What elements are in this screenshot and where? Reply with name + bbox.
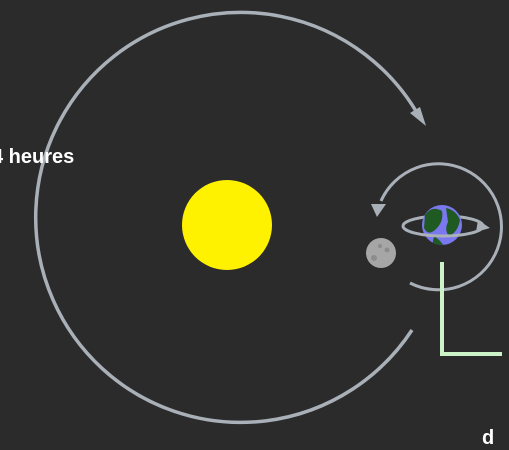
moon-icon: [366, 238, 396, 268]
earth-icon: [422, 205, 462, 246]
rotation-arrowhead: [476, 220, 490, 232]
moon-orbit-arrowhead: [371, 204, 386, 217]
bottom-partial-label: d: [482, 427, 494, 450]
sun-icon: [182, 180, 272, 270]
rotation-period-label: 4 heures: [0, 146, 74, 169]
measurement-bracket: [442, 262, 502, 354]
orbit-arrowhead: [410, 107, 426, 126]
